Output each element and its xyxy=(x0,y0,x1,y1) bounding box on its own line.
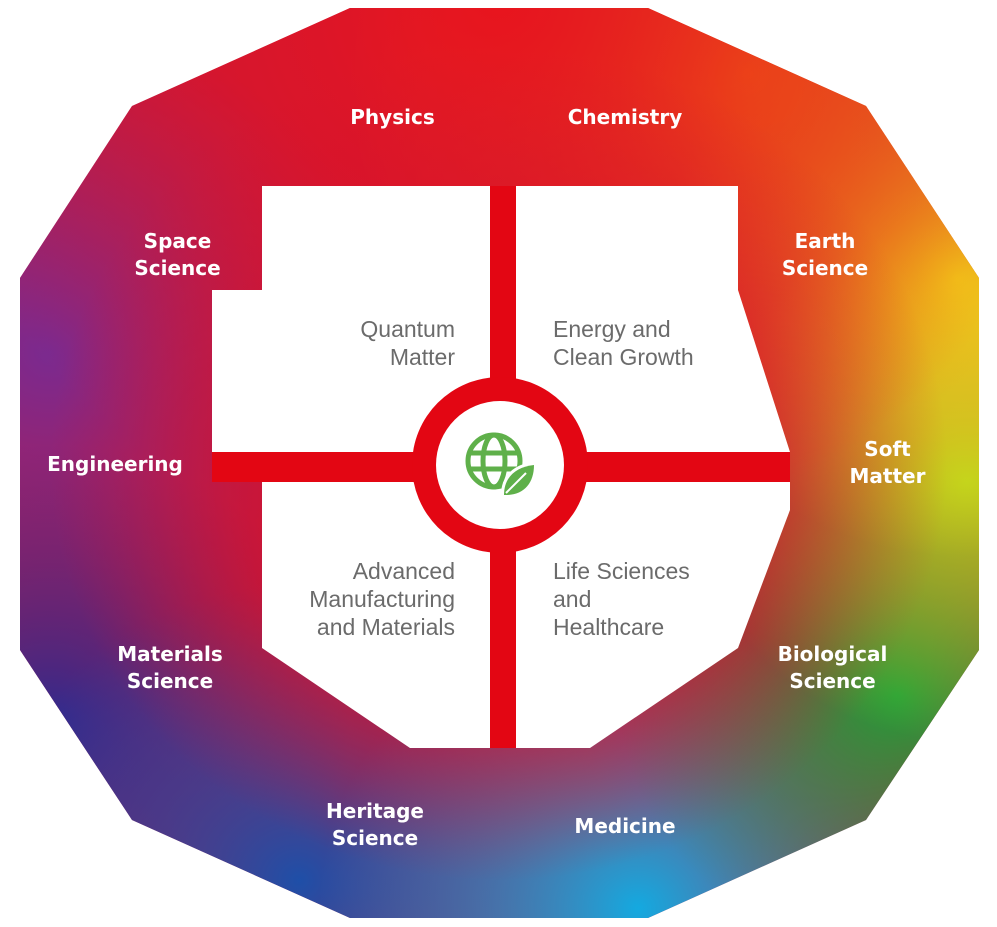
center-hub-disc xyxy=(436,401,564,529)
quadrant-top-left-panel xyxy=(212,186,490,452)
label-line: Chemistry xyxy=(567,105,683,129)
outer-label-biological-science: Biological Science xyxy=(760,641,905,695)
outer-label-soft-matter: Soft Matter xyxy=(835,436,940,490)
label-line: Advanced xyxy=(352,558,455,584)
label-line: Clean Growth xyxy=(553,344,694,370)
outer-label-engineering: Engineering xyxy=(30,451,200,478)
label-line: Quantum xyxy=(360,316,455,342)
label-line: Soft xyxy=(864,437,911,461)
label-line: Physics xyxy=(350,105,435,129)
label-line: Heritage xyxy=(326,799,424,823)
label-line: Matter xyxy=(389,344,455,370)
quadrant-label-advanced-manufacturing: Advanced Manufacturing and Materials xyxy=(255,557,455,641)
label-line: Engineering xyxy=(47,452,183,476)
label-line: Science xyxy=(134,256,221,280)
quadrant-label-energy-clean-growth: Energy and Clean Growth xyxy=(553,315,753,371)
quadrant-bottom-right-panel xyxy=(516,482,790,748)
label-line: Materials xyxy=(117,642,223,666)
outer-label-space-science: Space Science xyxy=(115,228,240,282)
quadrant-label-quantum-matter: Quantum Matter xyxy=(290,315,455,371)
label-line: Science xyxy=(126,669,214,693)
quadrant-label-life-sciences: Life Sciences and Healthcare xyxy=(553,557,743,641)
label-line: and Materials xyxy=(316,614,455,640)
label-line: Science xyxy=(781,256,869,280)
outer-label-medicine: Medicine xyxy=(560,813,690,840)
label-line: Biological xyxy=(777,642,888,666)
label-line: Science xyxy=(331,826,419,850)
outer-label-physics: Physics xyxy=(340,104,445,131)
globe-leaf-icon xyxy=(460,425,540,505)
label-line: Manufacturing xyxy=(309,586,455,612)
outer-label-heritage-science: Heritage Science xyxy=(305,798,445,852)
quadrant-top-right-panel xyxy=(516,186,790,452)
label-line: Science xyxy=(789,669,876,693)
outer-label-materials-science: Materials Science xyxy=(100,641,240,695)
label-line: Earth xyxy=(794,229,856,253)
label-line: Matter xyxy=(849,464,926,488)
label-line: Healthcare xyxy=(553,614,665,640)
label-line: Space xyxy=(143,229,212,253)
label-line: and xyxy=(553,586,592,612)
label-line: Life Sciences xyxy=(553,558,690,584)
outer-label-earth-science: Earth Science xyxy=(765,228,885,282)
outer-label-chemistry: Chemistry xyxy=(555,104,695,131)
quadrant-bottom-left-panel xyxy=(212,482,490,748)
label-line: Energy and xyxy=(553,316,671,342)
label-line: Medicine xyxy=(574,814,676,838)
